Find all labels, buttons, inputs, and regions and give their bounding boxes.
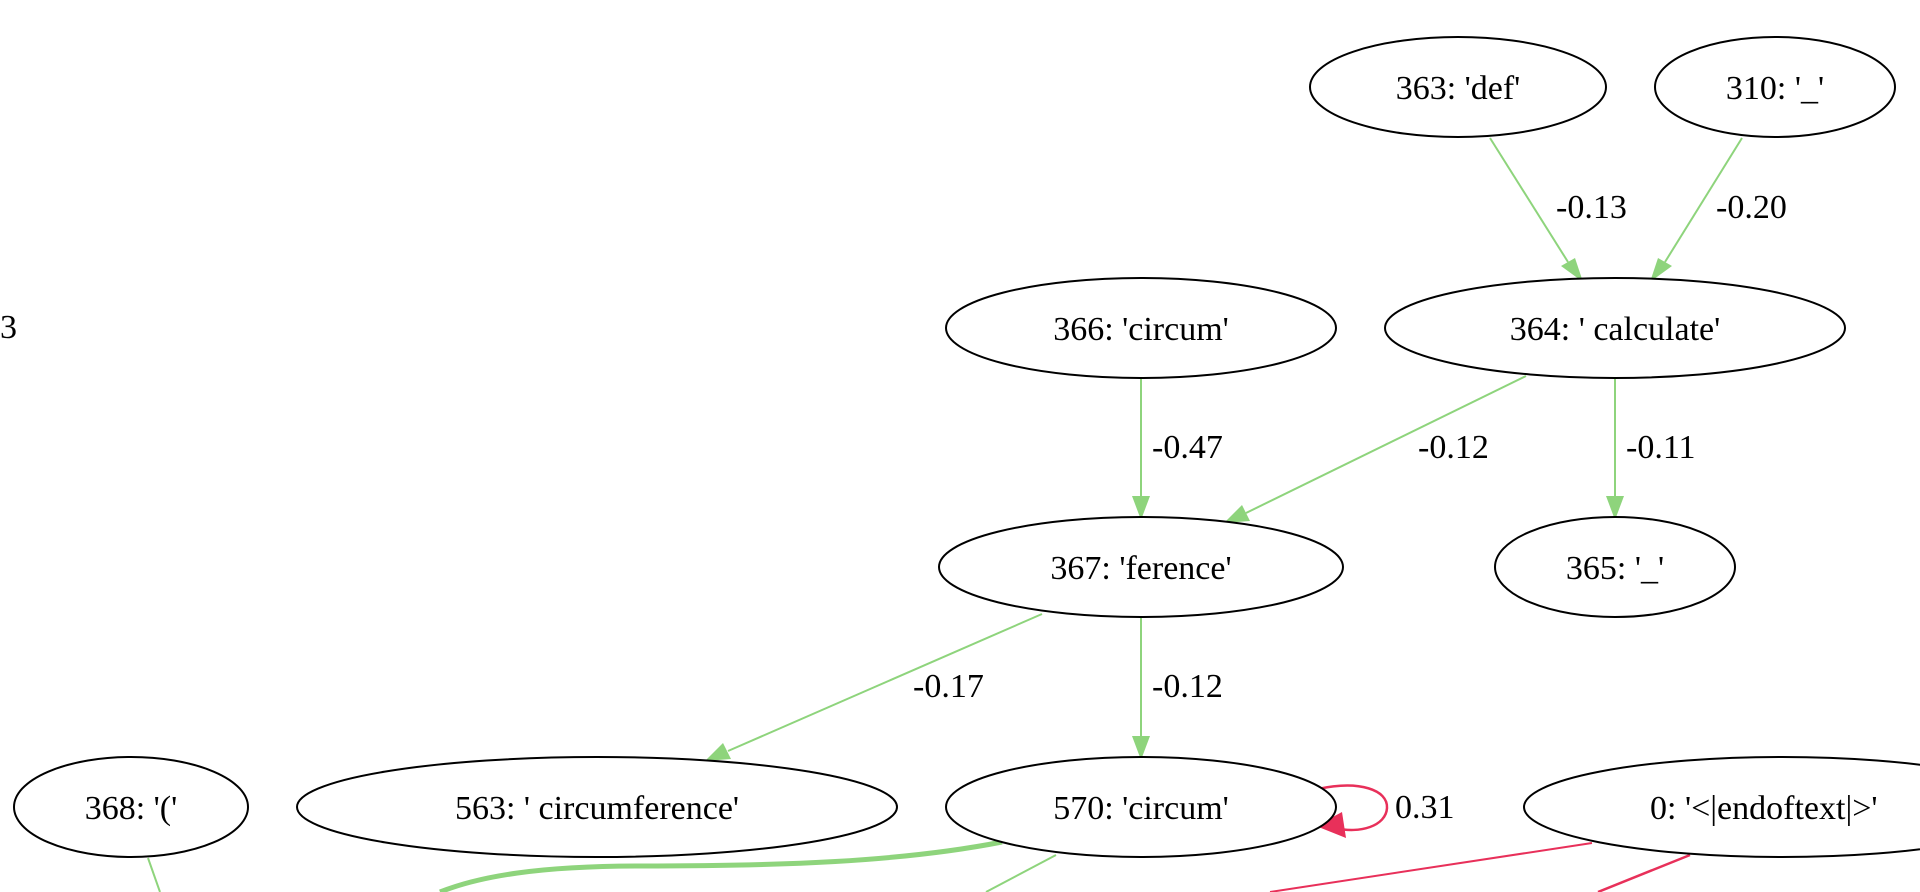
node-364[interactable]: 364: ' calculate': [1384, 277, 1846, 379]
edge-367-563: -0.17: [705, 613, 1043, 761]
edge-partial-0-left: [1269, 842, 1593, 892]
edge-partial-570-thick: [439, 839, 1003, 892]
node-563[interactable]: 563: ' circumference': [296, 756, 898, 858]
node-label: 0: '<|endoftext|>': [1650, 790, 1878, 827]
node-365[interactable]: 365: '_': [1494, 516, 1736, 618]
node-label: 570: 'circum': [1053, 790, 1229, 827]
edge-label: -0.47: [1152, 429, 1223, 466]
node-368[interactable]: 368: '(': [13, 756, 249, 858]
edge-570-self-loop: 0.31: [1316, 784, 1455, 838]
node-label: 368: '(': [85, 790, 178, 827]
node-label: 367: 'ference': [1050, 550, 1231, 587]
edge-label: 0.31: [1395, 789, 1455, 826]
node-363[interactable]: 363: 'def': [1309, 36, 1607, 138]
edge-partial-570-down: [985, 854, 1057, 892]
edge-label: -0.12: [1418, 429, 1489, 466]
edge-label: -0.12: [1152, 668, 1223, 705]
edge-363-364: -0.13: [1489, 137, 1627, 282]
edge-310-364: -0.20: [1650, 137, 1787, 282]
edge-364-365: -0.11: [1606, 378, 1696, 520]
edge-366-367: -0.47: [1132, 378, 1223, 520]
edge-partial-0-down: [1597, 853, 1691, 892]
node-label: 365: '_': [1566, 550, 1664, 587]
node-366[interactable]: 366: 'circum': [945, 277, 1337, 379]
node-label: 363: 'def': [1396, 70, 1521, 107]
edge-label: -0.13: [1556, 189, 1627, 226]
node-label: 310: '_': [1726, 70, 1824, 107]
edge-367-570: -0.12: [1132, 618, 1223, 760]
edge-partial-368-down: [147, 857, 161, 892]
edge-label: -0.20: [1716, 189, 1787, 226]
stray-label: 3: [0, 309, 17, 346]
node-label: 364: ' calculate': [1510, 311, 1721, 348]
node-label: 563: ' circumference': [455, 790, 739, 827]
edge-label: -0.17: [913, 668, 984, 705]
node-label: 366: 'circum': [1053, 311, 1229, 348]
node-310[interactable]: 310: '_': [1654, 36, 1896, 138]
edge-364-367: -0.12: [1224, 375, 1527, 523]
node-367[interactable]: 367: 'ference': [938, 516, 1344, 618]
node-570[interactable]: 570: 'circum': [945, 756, 1337, 858]
edge-label: -0.11: [1626, 429, 1696, 466]
node-0[interactable]: 0: '<|endoftext|>': [1523, 756, 1920, 858]
